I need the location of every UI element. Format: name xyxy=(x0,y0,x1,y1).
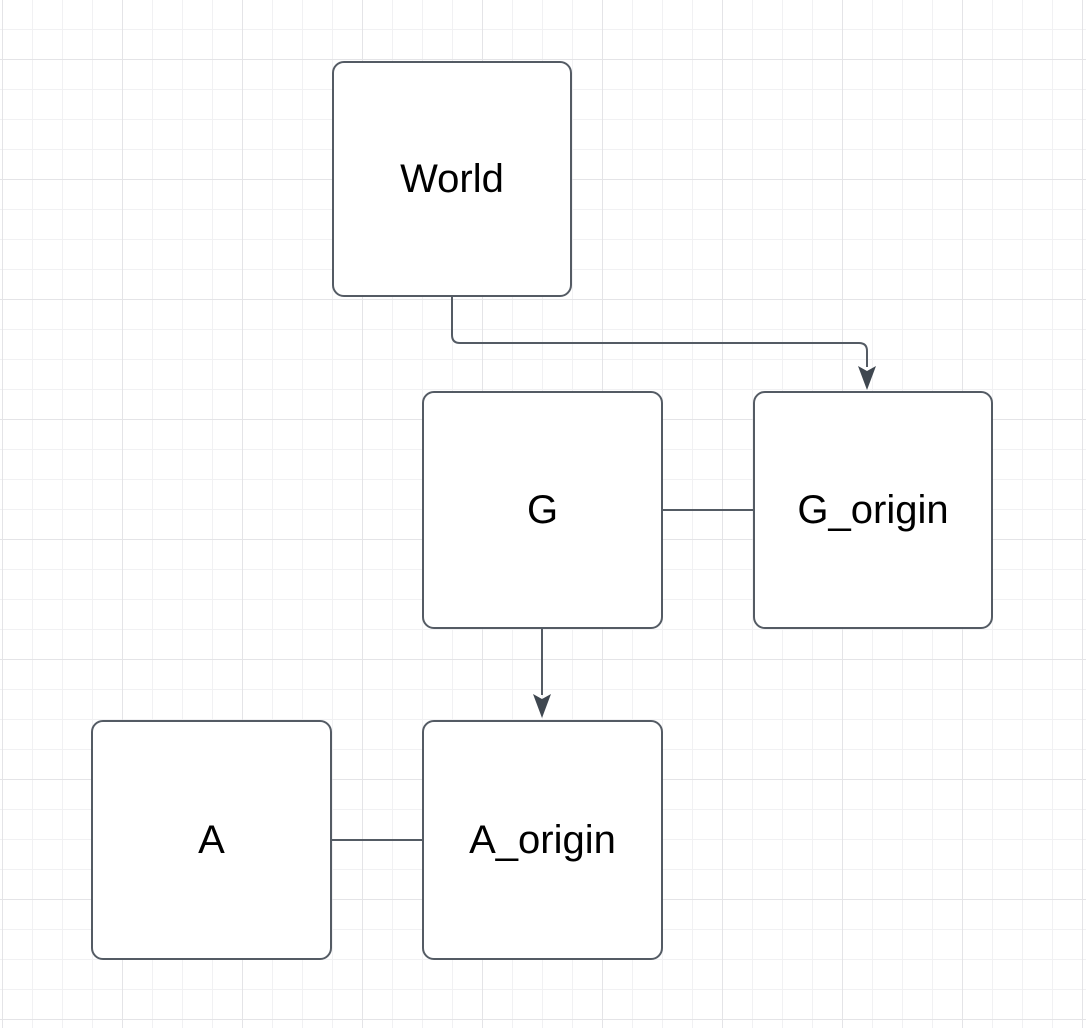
node-world[interactable]: World xyxy=(332,61,572,297)
node-g-origin-label: G_origin xyxy=(797,488,949,532)
node-a-origin-label: A_origin xyxy=(469,818,616,862)
node-a-origin[interactable]: A_origin xyxy=(422,720,663,960)
node-g-origin[interactable]: G_origin xyxy=(753,391,993,629)
edge-world-to-g-origin[interactable] xyxy=(451,297,876,390)
node-g-label: G xyxy=(526,488,559,532)
edge-g-to-a-origin[interactable] xyxy=(533,629,551,718)
node-a[interactable]: A xyxy=(91,720,332,960)
node-world-label: World xyxy=(400,157,504,201)
node-a-label: A xyxy=(198,818,225,862)
node-g[interactable]: G xyxy=(422,391,663,629)
